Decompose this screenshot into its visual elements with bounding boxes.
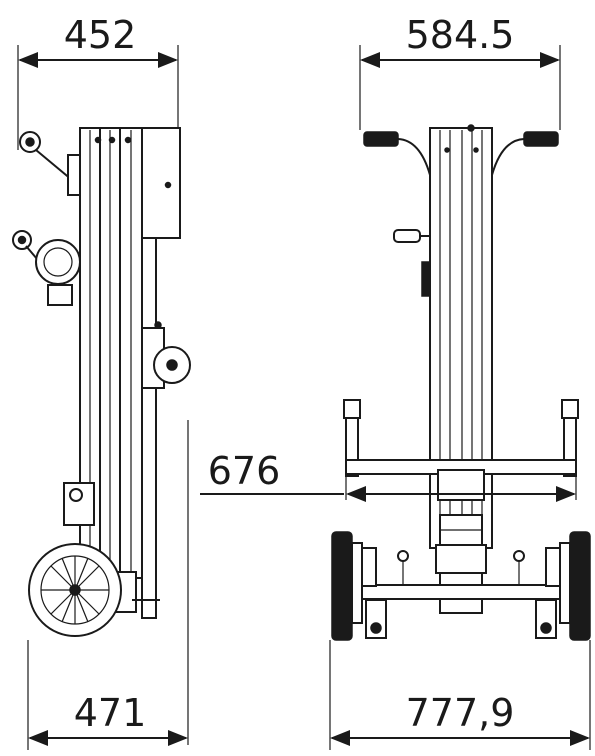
front-wheel-right <box>535 531 591 641</box>
dimension-label-471: 471 <box>74 691 147 735</box>
dimension-front-legs: 676 <box>200 449 577 502</box>
dimension-label-452: 452 <box>64 13 137 57</box>
dimension-side-base: 471 <box>27 640 188 750</box>
side-pulley <box>141 321 191 389</box>
side-mast <box>79 127 181 619</box>
front-leg-frame <box>343 399 579 477</box>
front-base <box>355 469 567 614</box>
front-wheel-left <box>331 531 387 641</box>
dimension-label-777-9: 777,9 <box>406 691 515 735</box>
dimension-label-584-5: 584.5 <box>406 13 515 57</box>
dimension-label-676: 676 <box>208 449 281 493</box>
side-winch <box>12 230 81 306</box>
front-view: 584.5 <box>200 13 591 750</box>
side-wheel <box>28 543 122 637</box>
dimension-side-top: 452 <box>17 13 179 150</box>
dimension-front-base: 777,9 <box>329 640 591 750</box>
side-crank-upper <box>19 131 85 196</box>
front-handles <box>363 131 559 176</box>
front-crank <box>393 229 431 297</box>
dimension-front-top: 584.5 <box>359 13 561 130</box>
side-view: 452 <box>12 13 191 750</box>
